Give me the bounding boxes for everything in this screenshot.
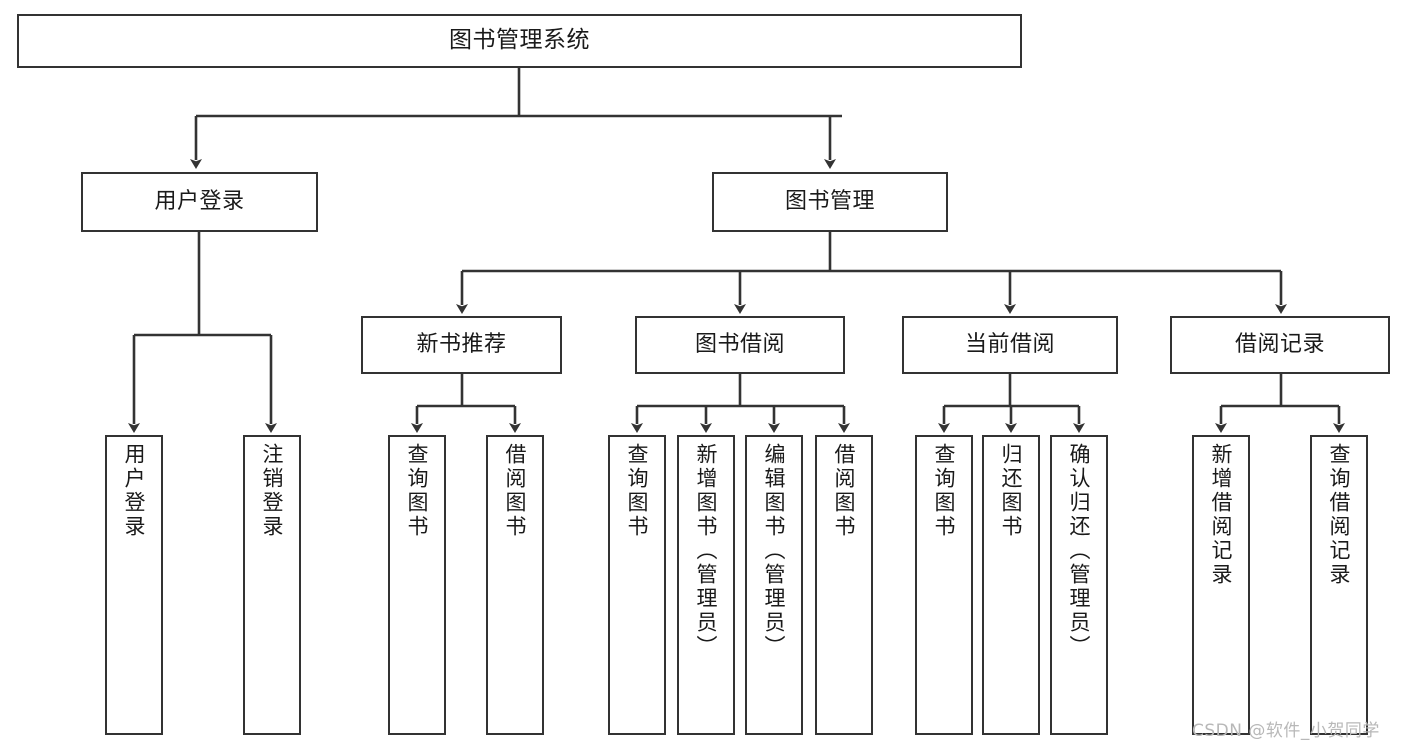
node-label: 图书借阅	[694, 332, 785, 358]
node-label: 新增图书（管理员）	[694, 443, 719, 659]
leaf-query-book-1[interactable]: 查询图书	[388, 435, 446, 735]
node-label: 新书推荐	[416, 332, 507, 358]
leaf-add-borrow-record[interactable]: 新增借阅记录	[1192, 435, 1250, 735]
node-label: 图书管理	[784, 189, 875, 215]
node-label: 查询借阅记录	[1327, 443, 1352, 587]
node-label: 确认归还（管理员）	[1067, 443, 1092, 659]
node-borrow-record[interactable]: 借阅记录	[1170, 316, 1390, 374]
leaf-logout-login[interactable]: 注销登录	[243, 435, 301, 735]
node-label: 当前借阅	[964, 332, 1055, 358]
leaf-edit-book[interactable]: 编辑图书（管理员）	[745, 435, 803, 735]
node-user-login[interactable]: 用户登录	[81, 172, 318, 232]
node-label: 借阅记录	[1234, 332, 1325, 358]
node-label: 编辑图书（管理员）	[762, 443, 787, 659]
node-book-management[interactable]: 图书管理	[712, 172, 948, 232]
node-label: 查询图书	[625, 443, 650, 539]
node-label: 归还图书	[999, 443, 1024, 539]
leaf-return-book[interactable]: 归还图书	[982, 435, 1040, 735]
leaf-borrow-book-1[interactable]: 借阅图书	[486, 435, 544, 735]
node-label: 用户登录	[154, 189, 245, 215]
csdn-watermark: CSDN @软件_小贺同学	[1192, 721, 1380, 741]
leaf-query-book-2[interactable]: 查询图书	[608, 435, 666, 735]
leaf-borrow-book-2[interactable]: 借阅图书	[815, 435, 873, 735]
node-label: 查询图书	[405, 443, 430, 539]
node-root-system[interactable]: 图书管理系统	[17, 14, 1022, 68]
node-label: 借阅图书	[832, 443, 857, 539]
leaf-user-login[interactable]: 用户登录	[105, 435, 163, 735]
leaf-query-borrow-record[interactable]: 查询借阅记录	[1310, 435, 1368, 735]
node-label: 用户登录	[122, 443, 147, 539]
node-new-book-recommend[interactable]: 新书推荐	[361, 316, 562, 374]
node-label: 借阅图书	[503, 443, 528, 539]
node-label: 新增借阅记录	[1209, 443, 1234, 587]
leaf-add-book[interactable]: 新增图书（管理员）	[677, 435, 735, 735]
node-label: 注销登录	[260, 443, 285, 539]
node-book-borrow[interactable]: 图书借阅	[635, 316, 845, 374]
leaf-query-book-3[interactable]: 查询图书	[915, 435, 973, 735]
leaf-confirm-return[interactable]: 确认归还（管理员）	[1050, 435, 1108, 735]
node-current-borrow[interactable]: 当前借阅	[902, 316, 1118, 374]
node-label: 图书管理系统	[449, 27, 590, 54]
node-label: 查询图书	[932, 443, 957, 539]
